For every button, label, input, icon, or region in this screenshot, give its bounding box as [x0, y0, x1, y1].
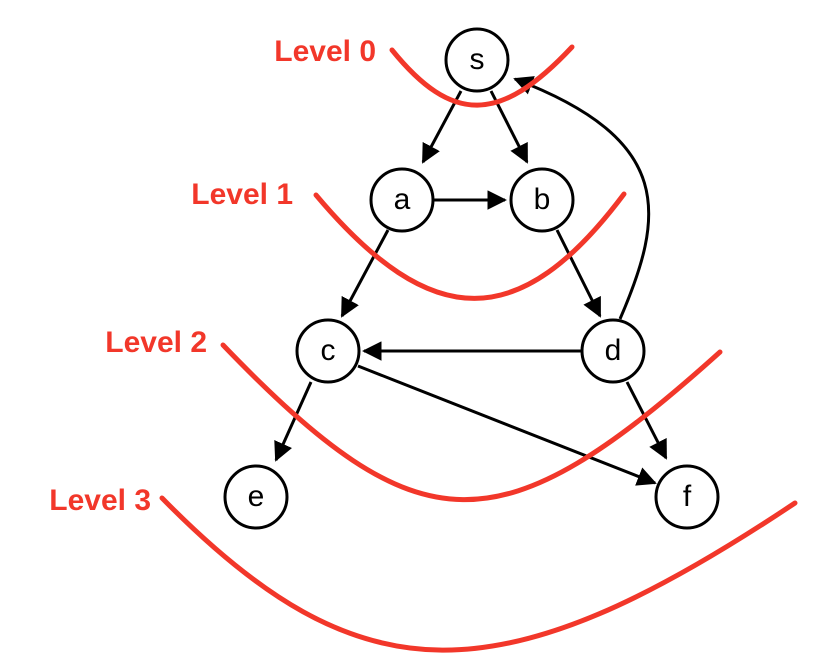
node-s-label: s [470, 43, 485, 76]
level-1-curve [313, 191, 627, 301]
node-a: a [369, 167, 435, 233]
level-0-curve [389, 44, 575, 108]
edges-layer [274, 76, 668, 486]
node-b: b [509, 167, 575, 233]
level-3-curve [159, 495, 798, 653]
node-a-label: a [394, 183, 411, 216]
edge-c-e [274, 381, 313, 462]
node-e: e [223, 464, 289, 530]
node-c: c [295, 318, 361, 384]
node-d-label: d [605, 334, 622, 367]
level-0-label: Level 0 [274, 35, 376, 68]
level-2-curve [220, 342, 723, 503]
node-f: f [654, 464, 720, 530]
node-s: s [444, 27, 510, 93]
edge-d-s [513, 76, 651, 320]
node-e-label: e [248, 480, 265, 513]
level-3-label: Level 3 [49, 484, 151, 517]
node-b-label: b [534, 183, 551, 216]
nodes-layer: s a b c d e f [223, 27, 720, 530]
level-1-label: Level 1 [191, 178, 293, 211]
node-f-label: f [683, 480, 692, 513]
levels-layer: Level 0 Level 1 Level 2 Level 3 [49, 35, 798, 653]
edge-d-f [625, 381, 668, 460]
edge-a-c [340, 229, 390, 318]
node-c-label: c [321, 334, 336, 367]
edge-c-f [357, 364, 657, 486]
edge-b-d [555, 229, 602, 318]
level-2-label: Level 2 [105, 326, 207, 359]
node-d: d [580, 318, 646, 384]
